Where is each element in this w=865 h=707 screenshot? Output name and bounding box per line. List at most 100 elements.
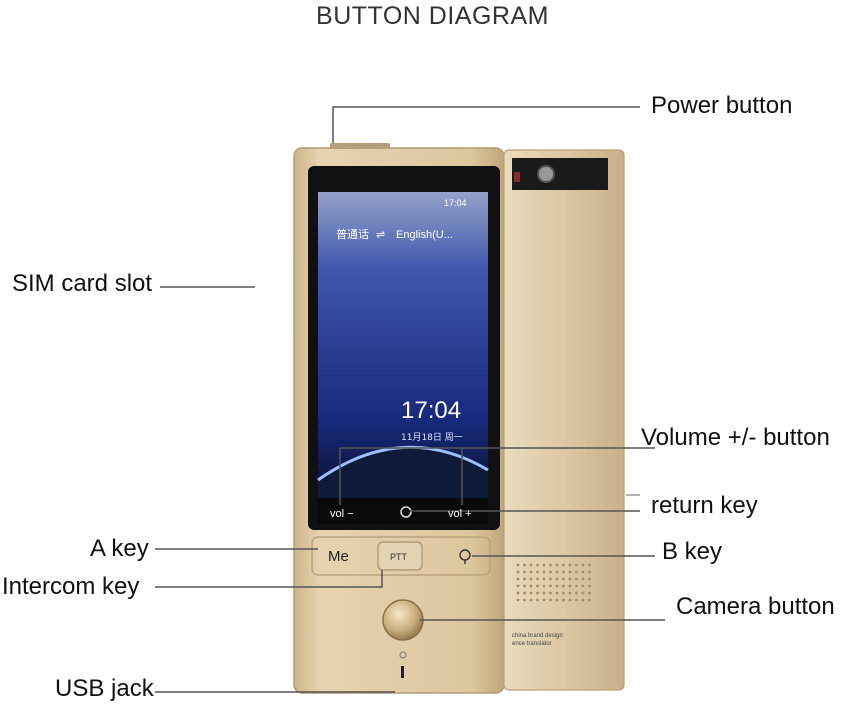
speaker-hole: [517, 564, 520, 567]
lang-from: 普通话: [336, 227, 369, 241]
speaker-hole: [562, 578, 565, 581]
speaker-hole: [588, 571, 591, 574]
speaker-hole: [530, 578, 533, 581]
speaker-hole: [549, 599, 552, 602]
speaker-hole: [562, 564, 565, 567]
vol-plus-label: vol +: [448, 508, 472, 520]
speaker-hole: [523, 564, 526, 567]
speaker-hole: [575, 592, 578, 595]
speaker-hole: [582, 578, 585, 581]
power-leader: [333, 107, 640, 143]
speaker-hole: [530, 599, 533, 602]
label-intercom-key: Intercom key: [2, 573, 139, 601]
speaker-hole: [543, 599, 546, 602]
speaker-hole: [530, 564, 533, 567]
speaker-hole: [582, 599, 585, 602]
speaker-hole: [556, 592, 559, 595]
speaker-hole: [536, 592, 539, 595]
speaker-hole: [523, 599, 526, 602]
speaker-hole: [523, 578, 526, 581]
me-key: Me: [328, 548, 349, 565]
speaker-hole: [536, 564, 539, 567]
speaker-hole: [569, 599, 572, 602]
speaker-hole: [556, 585, 559, 588]
speaker-hole: [549, 592, 552, 595]
speaker-hole: [582, 564, 585, 567]
speaker-hole: [569, 571, 572, 574]
speaker-hole: [582, 592, 585, 595]
speaker-hole: [536, 578, 539, 581]
speaker-hole: [588, 564, 591, 567]
speaker-hole: [549, 585, 552, 588]
screen-date: 11月18日 周一: [401, 432, 463, 443]
speaker-hole: [543, 564, 546, 567]
status-time: 17:04: [444, 198, 467, 208]
speaker-hole: [517, 599, 520, 602]
label-return-key: return key: [651, 492, 758, 520]
device-print-2: ence translator: [512, 641, 552, 647]
device-print-1: china brand design: [512, 633, 563, 639]
label-a-key: A key: [90, 535, 149, 563]
speaker-hole: [569, 592, 572, 595]
speaker-hole: [536, 571, 539, 574]
speaker-hole: [575, 578, 578, 581]
vol-minus-label: vol −: [330, 508, 354, 520]
speaker-hole: [556, 599, 559, 602]
usb-jack: [401, 666, 404, 678]
speaker-hole: [569, 585, 572, 588]
speaker-hole: [517, 592, 520, 595]
speaker-hole: [543, 585, 546, 588]
screen-clock: 17:04: [401, 397, 461, 424]
speaker-hole: [549, 571, 552, 574]
speaker-hole: [588, 578, 591, 581]
speaker-hole: [575, 571, 578, 574]
speaker-hole: [556, 564, 559, 567]
speaker-hole: [562, 592, 565, 595]
speaker-hole: [582, 585, 585, 588]
speaker-hole: [562, 599, 565, 602]
speaker-hole: [536, 599, 539, 602]
label-sim-card-slot: SIM card slot: [12, 270, 152, 298]
speaker-hole: [575, 564, 578, 567]
power-button-nub: [330, 143, 390, 149]
speaker-hole: [588, 585, 591, 588]
label-b-key: B key: [662, 538, 722, 566]
speaker-hole: [556, 571, 559, 574]
svg-text:⇌: ⇌: [376, 228, 385, 241]
camera-strip: [512, 158, 608, 190]
speaker-hole: [523, 585, 526, 588]
speaker-hole: [588, 592, 591, 595]
speaker-hole: [517, 571, 520, 574]
speaker-hole: [569, 564, 572, 567]
ptt-key: PTT: [390, 552, 408, 562]
speaker-hole: [588, 599, 591, 602]
speaker-hole: [549, 564, 552, 567]
speaker-hole: [530, 592, 533, 595]
label-usb-jack: USB jack: [55, 675, 154, 703]
speaker-hole: [562, 571, 565, 574]
speaker-hole: [543, 571, 546, 574]
speaker-hole: [562, 585, 565, 588]
speaker-hole: [543, 592, 546, 595]
speaker-hole: [543, 578, 546, 581]
speaker-hole: [517, 585, 520, 588]
speaker-hole: [575, 585, 578, 588]
speaker-hole: [575, 599, 578, 602]
label-volume-button: Volume +/- button: [641, 424, 830, 452]
speaker-hole: [530, 571, 533, 574]
device-side-panel: [504, 150, 624, 690]
speaker-hole: [549, 578, 552, 581]
label-camera-button: Camera button: [676, 593, 835, 621]
speaker-hole: [556, 578, 559, 581]
speaker-hole: [536, 585, 539, 588]
label-power-button: Power button: [651, 92, 792, 120]
speaker-hole: [530, 585, 533, 588]
speaker-hole: [569, 578, 572, 581]
speaker-hole: [517, 578, 520, 581]
camera-lens: [538, 166, 554, 182]
camera-button: [383, 600, 423, 640]
speaker-hole: [523, 592, 526, 595]
lang-to: English(U...: [396, 229, 453, 241]
speaker-hole: [523, 571, 526, 574]
speaker-hole: [582, 571, 585, 574]
